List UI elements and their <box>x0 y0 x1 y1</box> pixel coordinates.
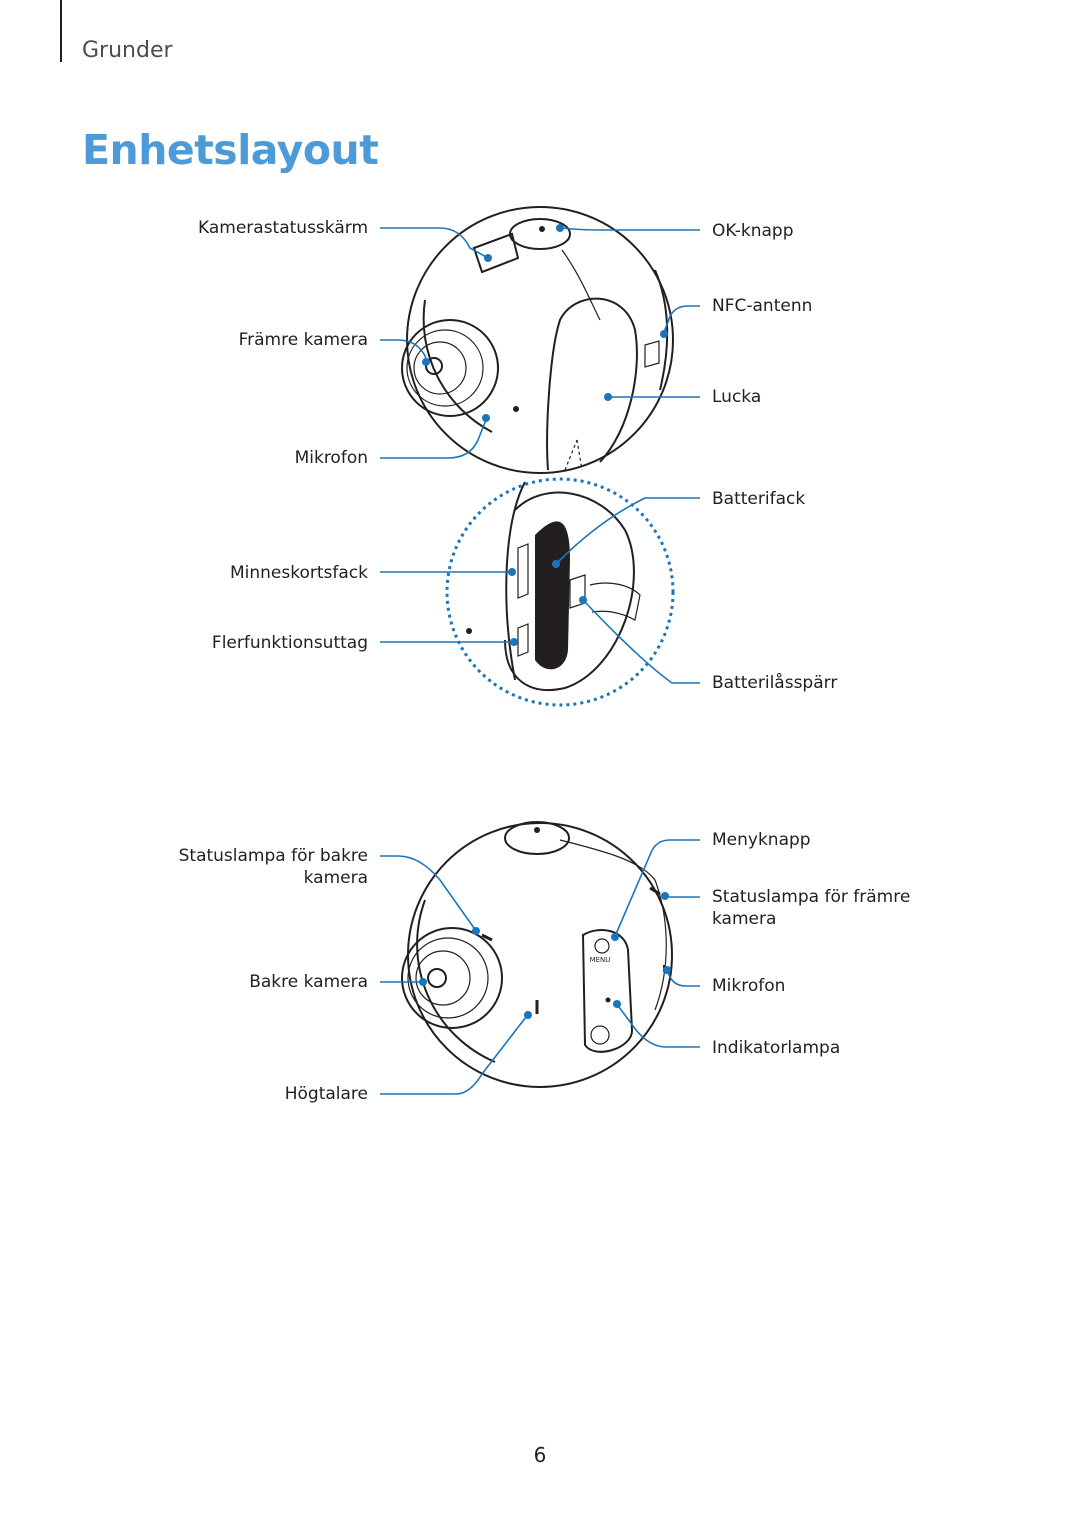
header-rule <box>60 0 62 62</box>
label-indicator-light: Indikatorlampa <box>712 1038 841 1058</box>
label-ok-button: OK-knapp <box>712 221 794 241</box>
label-rear-status-light-line2: kamera <box>303 868 368 888</box>
label-front-status-light-line1: Statuslampa för främre <box>712 887 911 907</box>
page-number: 6 <box>533 1443 547 1467</box>
label-microphone-bottom: Mikrofon <box>712 976 786 996</box>
label-battery-compartment: Batterifack <box>712 489 806 509</box>
label-front-status-light-line2: kamera <box>712 909 777 929</box>
label-front-camera: Främre kamera <box>238 330 368 350</box>
label-rear-status-light: Statuslampa för bakre kamera <box>179 845 368 889</box>
label-rear-camera: Bakre kamera <box>249 972 368 992</box>
bottom-device-drawing: MENU <box>401 821 673 1088</box>
label-camera-status-screen: Kamerastatusskärm <box>198 218 368 238</box>
label-microphone-top: Mikrofon <box>294 448 368 468</box>
zoom-detail <box>445 477 675 707</box>
bottom-leader-lines <box>380 839 700 1095</box>
section-title: Grunder <box>82 38 173 63</box>
top-leader-lines <box>380 224 700 684</box>
label-cover: Lucka <box>712 387 762 407</box>
label-multipurpose-jack: Flerfunktionsuttag <box>211 633 368 653</box>
page-title: Enhetslayout <box>82 126 379 174</box>
label-front-status-light: Statuslampa för främre kamera <box>712 886 910 930</box>
label-battery-lock: Batterilåsspärr <box>712 673 838 693</box>
label-nfc-antenna: NFC-antenn <box>712 296 813 316</box>
menu-imprint: MENU <box>590 956 611 964</box>
top-device-drawing <box>401 206 674 474</box>
label-memory-card-slot: Minneskortsfack <box>229 563 368 583</box>
label-rear-status-light-line1: Statuslampa för bakre <box>178 846 368 866</box>
label-menu-button: Menyknapp <box>712 830 811 850</box>
label-speaker: Högtalare <box>284 1084 368 1104</box>
